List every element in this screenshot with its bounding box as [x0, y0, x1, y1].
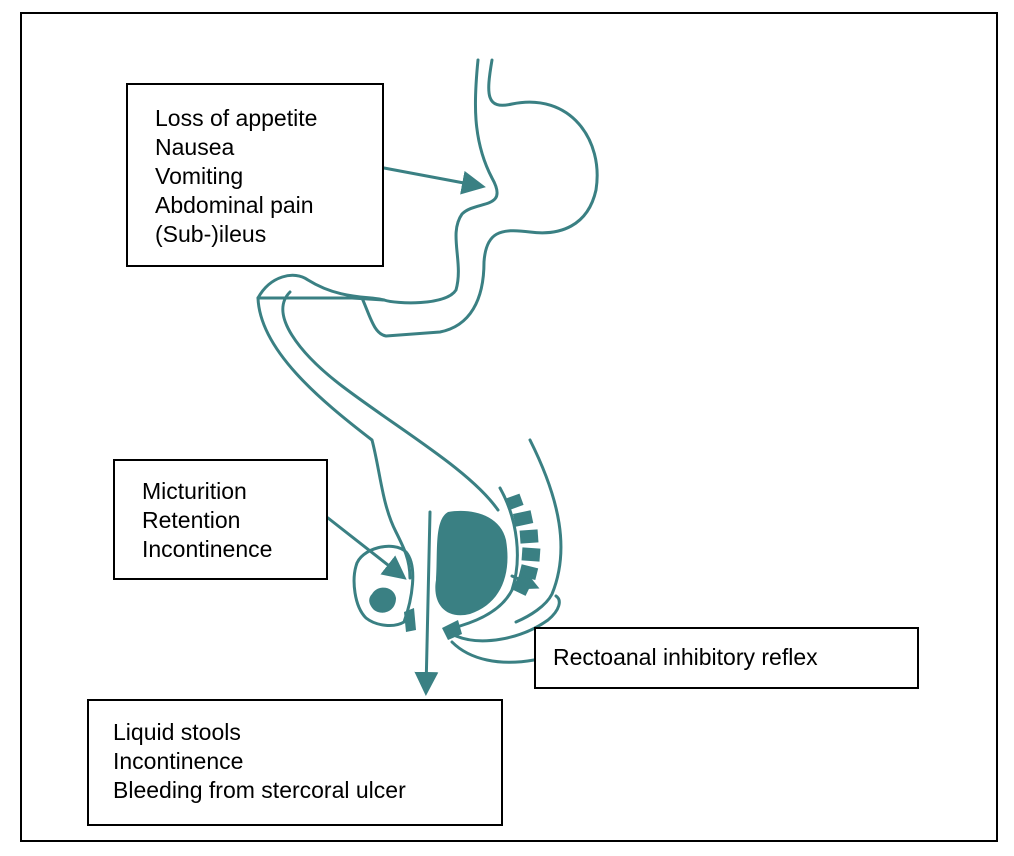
vertebra — [512, 579, 531, 596]
prostate — [369, 587, 396, 613]
anal-canal-outline — [450, 640, 536, 664]
arrow-reflex — [510, 567, 540, 590]
callout-bladder-symptoms: Micturition Retention Incontinence — [113, 459, 328, 580]
symptom-line: Nausea — [155, 134, 235, 160]
symptom-line: Loss of appetite — [155, 105, 318, 131]
bladder-outline — [352, 544, 415, 627]
symptom-line: Incontinence — [113, 748, 244, 774]
symptom-line: Incontinence — [142, 536, 273, 562]
symptom-line: Vomiting — [155, 163, 244, 189]
colon-inner — [281, 290, 500, 512]
reflex-label: Rectoanal inhibitory reflex — [553, 644, 818, 670]
arrow-rectum — [414, 510, 439, 696]
anal-sphincter — [442, 620, 462, 640]
sacrum-outline — [458, 486, 519, 628]
vertebra — [519, 529, 539, 544]
stomach-inner-outline — [360, 58, 599, 338]
stomach-outline — [256, 58, 499, 305]
symptom-line: Abdominal pain — [155, 192, 314, 218]
symptom-line: (Sub-)ileus — [155, 221, 267, 247]
pubic-sphincter — [404, 608, 416, 632]
vertebra — [518, 564, 539, 580]
back-outline — [514, 438, 563, 624]
figure-frame — [20, 12, 998, 842]
symptom-line: Liquid stools — [113, 719, 241, 745]
vertebra — [504, 493, 524, 511]
callout-rectum-symptoms: Liquid stools Incontinence Bleeding from… — [87, 699, 503, 826]
perineum-outline — [454, 594, 561, 643]
fecal-mass — [435, 510, 508, 616]
vertebra — [512, 510, 534, 527]
colon-loop-top — [256, 273, 386, 302]
symptom-line: Retention — [142, 507, 241, 533]
vertebra — [521, 547, 541, 562]
arrow-bladder — [326, 516, 407, 580]
symptom-line: Bleeding from stercoral ulcer — [113, 777, 406, 803]
symptom-line: Micturition — [142, 478, 247, 504]
callout-rectoanal-reflex: Rectoanal inhibitory reflex — [534, 627, 919, 689]
callout-stomach-symptoms: Loss of appetite Nausea Vomiting Abdomin… — [126, 83, 384, 267]
colon-outer — [256, 296, 412, 580]
arrow-stomach — [382, 166, 486, 195]
